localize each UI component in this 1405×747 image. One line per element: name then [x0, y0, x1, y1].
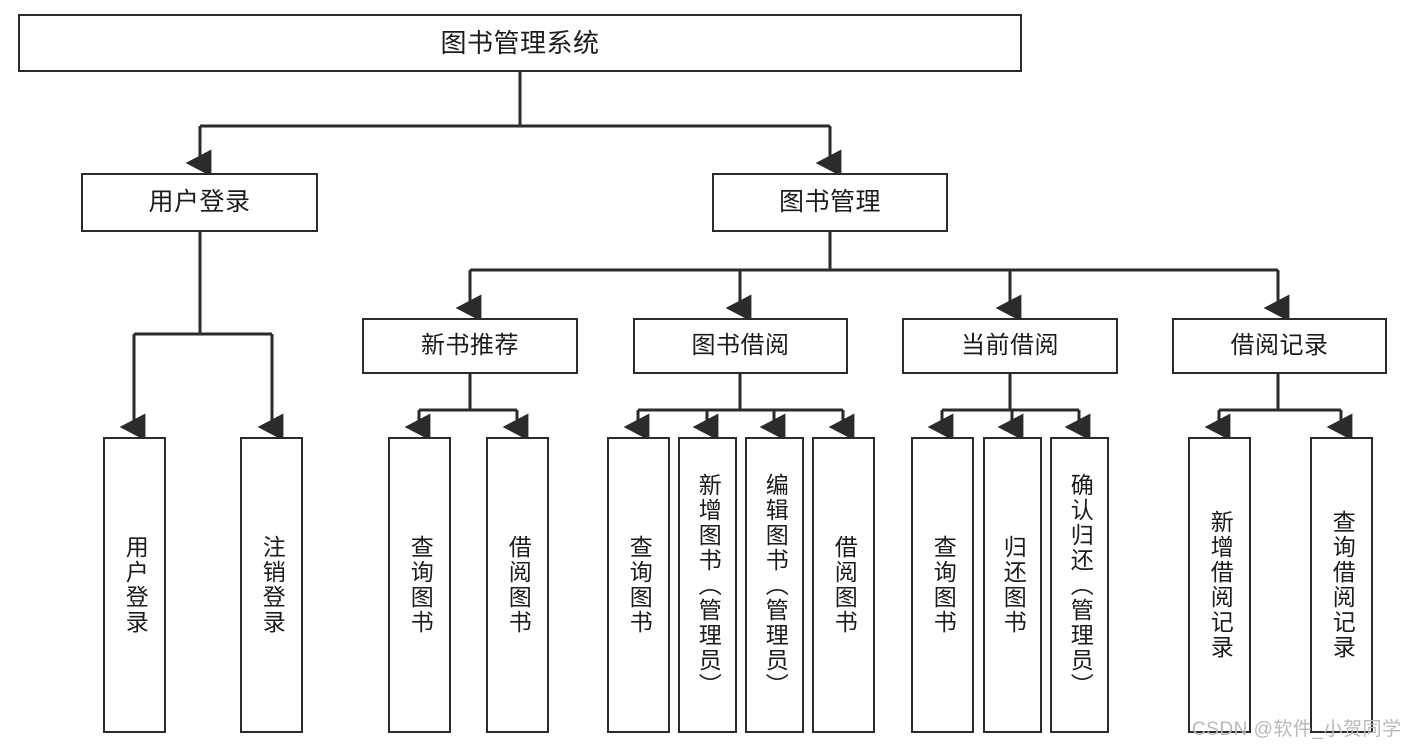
- node-leaf-query-book-current[interactable]: 查询图书: [911, 437, 974, 733]
- node-level2-borrow-record-label: 借阅记录: [1230, 331, 1329, 359]
- node-level2-current-borrow-label: 当前借阅: [961, 331, 1059, 359]
- node-level1-user-login[interactable]: 用户登录: [81, 173, 318, 232]
- node-leaf-add-borrow-record-label: 新增借阅记录: [1207, 510, 1234, 660]
- node-level2-book-borrow[interactable]: 图书借阅: [633, 318, 848, 374]
- node-leaf-confirm-return-admin-label: 确认归还（管理员）: [1067, 472, 1094, 698]
- node-level2-new-book-recommend-label: 新书推荐: [421, 331, 519, 359]
- node-level2-new-book-recommend[interactable]: 新书推荐: [362, 318, 578, 374]
- node-leaf-user-login[interactable]: 用户登录: [103, 437, 166, 733]
- node-leaf-add-book-admin-label: 新增图书（管理员）: [695, 472, 722, 698]
- node-leaf-add-borrow-record[interactable]: 新增借阅记录: [1188, 437, 1251, 733]
- node-leaf-add-book-admin[interactable]: 新增图书（管理员）: [678, 437, 737, 733]
- node-leaf-borrow-book[interactable]: 借阅图书: [812, 437, 875, 733]
- node-leaf-return-book-label: 归还图书: [1000, 535, 1027, 635]
- node-level1-book-management-label: 图书管理: [778, 187, 881, 216]
- node-level2-borrow-record[interactable]: 借阅记录: [1172, 318, 1387, 374]
- node-leaf-logout[interactable]: 注销登录: [240, 437, 303, 733]
- node-leaf-query-borrow-record-label: 查询借阅记录: [1329, 510, 1356, 660]
- node-leaf-query-borrow-record[interactable]: 查询借阅记录: [1310, 437, 1373, 733]
- node-level1-user-login-label: 用户登录: [148, 187, 251, 216]
- node-leaf-query-book-borrow[interactable]: 查询图书: [607, 437, 670, 733]
- node-leaf-edit-book-admin[interactable]: 编辑图书（管理员）: [745, 437, 804, 733]
- node-leaf-borrow-book-recommend[interactable]: 借阅图书: [486, 437, 549, 733]
- node-level2-book-borrow-label: 图书借阅: [691, 331, 790, 359]
- node-leaf-query-book-recommend[interactable]: 查询图书: [388, 437, 451, 733]
- node-leaf-logout-label: 注销登录: [259, 535, 286, 635]
- node-leaf-query-book-current-label: 查询图书: [930, 535, 957, 635]
- node-leaf-query-book-recommend-label: 查询图书: [407, 535, 434, 635]
- node-root-label: 图书管理系统: [440, 27, 600, 58]
- node-leaf-return-book[interactable]: 归还图书: [983, 437, 1042, 733]
- node-leaf-user-login-label: 用户登录: [122, 535, 149, 635]
- node-leaf-edit-book-admin-label: 编辑图书（管理员）: [762, 472, 789, 698]
- node-level2-current-borrow[interactable]: 当前借阅: [902, 318, 1118, 374]
- node-leaf-borrow-book-label: 借阅图书: [831, 535, 858, 635]
- csdn-watermark: CSDN @软件_小贺同学: [1192, 719, 1402, 740]
- node-level1-book-management[interactable]: 图书管理: [712, 173, 948, 232]
- node-leaf-query-book-borrow-label: 查询图书: [626, 535, 653, 635]
- node-leaf-borrow-book-recommend-label: 借阅图书: [505, 535, 532, 635]
- node-leaf-confirm-return-admin[interactable]: 确认归还（管理员）: [1050, 437, 1109, 733]
- node-root[interactable]: 图书管理系统: [18, 14, 1022, 72]
